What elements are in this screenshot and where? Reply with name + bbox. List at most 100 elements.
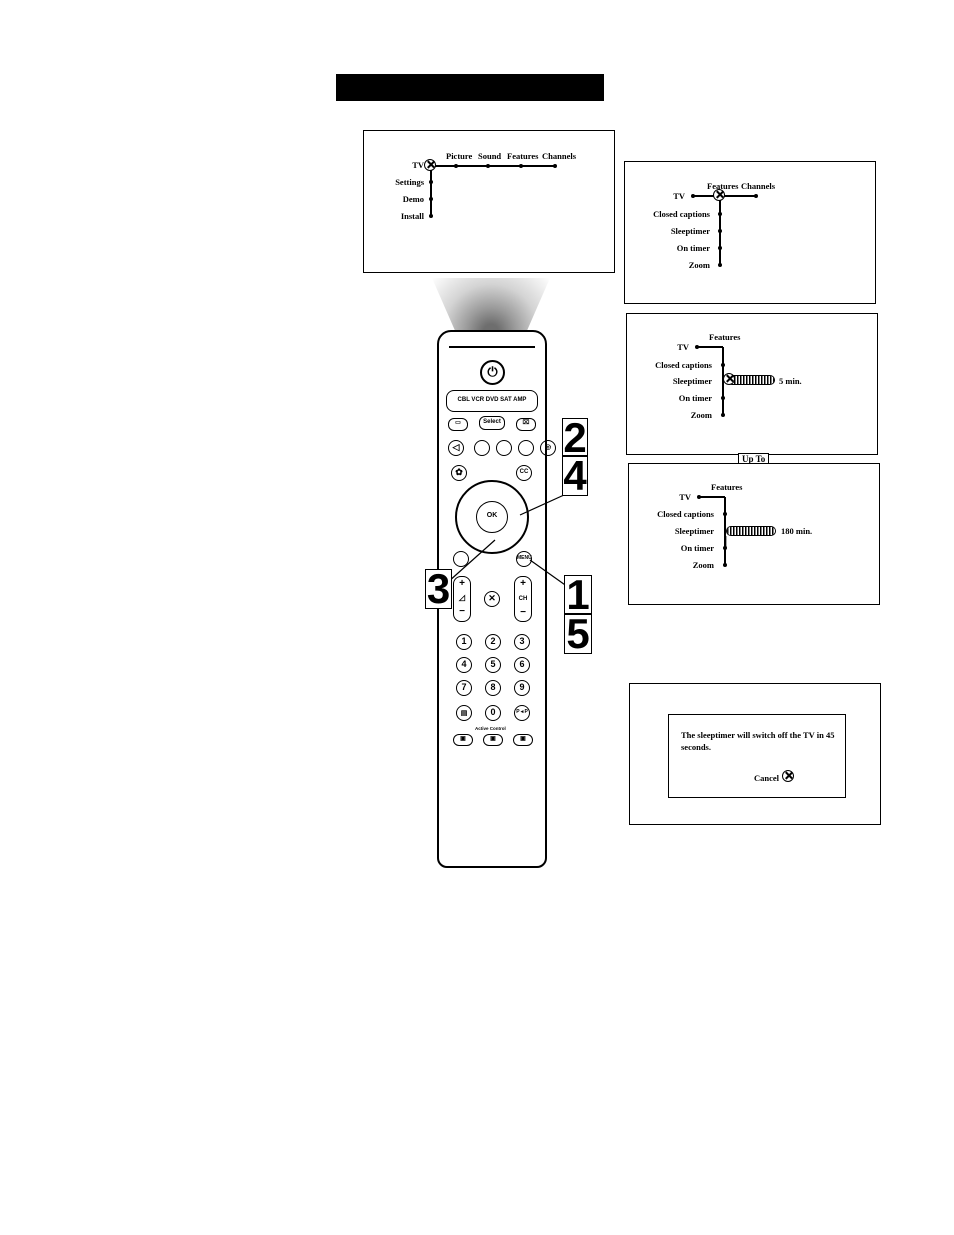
menu2-item-sleeptimer: Sleeptimer: [670, 226, 710, 236]
picture-icon: ▣: [460, 736, 466, 742]
message-text: The sleeptimer will switch off the TV in…: [681, 730, 835, 752]
speaker-button[interactable]: ◁: [448, 440, 464, 456]
tv-button[interactable]: ▣: [513, 734, 533, 746]
tv-icon: ▣: [520, 736, 526, 742]
cancel-label[interactable]: Cancel: [754, 773, 780, 783]
menu2-top-features: Features: [707, 181, 739, 191]
key-3[interactable]: 3: [514, 634, 530, 650]
surf-button[interactable]: ✿: [451, 465, 467, 481]
menu-screen-features: Features Channels TV Closed captions Sle…: [624, 161, 876, 304]
rewind-button[interactable]: [474, 440, 490, 456]
menu1-item-tv: TV: [412, 160, 424, 170]
format-button[interactable]: ⌧: [516, 418, 536, 431]
record-button[interactable]: ◎: [540, 440, 556, 456]
volume-minus-label: −: [459, 606, 465, 617]
menu-screen-sleeptimer-min: Features TV Closed captions Sleeptimer O…: [626, 313, 878, 455]
cancel-icon[interactable]: [782, 770, 794, 782]
channel-plus-label: +: [520, 578, 526, 589]
key-8[interactable]: 8: [485, 680, 501, 696]
pointer-2-4: [519, 494, 565, 516]
menu2-item-on-timer: On timer: [676, 243, 710, 253]
mute-button[interactable]: ✕: [484, 591, 500, 607]
channel-rocker[interactable]: + CH −: [514, 576, 532, 622]
menu-screen-main: Picture Sound Features Channels TV Setti…: [363, 130, 615, 273]
play-button[interactable]: [518, 440, 534, 456]
volume-icon: ◿: [458, 593, 466, 602]
channel-minus-label: −: [520, 607, 526, 618]
stop-button[interactable]: [496, 440, 512, 456]
menu3-item-sleeptimer: Sleeptimer: [672, 376, 712, 386]
menu-button[interactable]: MENU: [516, 551, 532, 567]
format-icon: ⌧: [522, 420, 530, 426]
menu1-item-settings: Settings: [395, 177, 424, 187]
step-number-1: 1: [564, 574, 592, 616]
active-control-icon: ▣: [490, 736, 496, 742]
info-icon: ▤: [460, 710, 468, 717]
step-number-4: 4: [562, 452, 588, 499]
menu4-top-features: Features: [711, 482, 743, 492]
key-6[interactable]: 6: [514, 657, 530, 673]
menu2-item-tv: TV: [673, 191, 685, 201]
menu3-item-tv: TV: [677, 342, 689, 352]
menu1-item-install: Install: [400, 211, 424, 221]
remote-control: ⏻ CBL VCR DVD SAT AMP Select ▭ ⌧ ◁ ◎ ✿ C…: [437, 330, 556, 868]
menu2-item-closed-captions: Closed captions: [653, 209, 710, 219]
source-select-bar[interactable]: CBL VCR DVD SAT AMP: [446, 390, 538, 412]
menu4-item-closed-captions: Closed captions: [657, 509, 714, 519]
active-control-button[interactable]: ▣: [483, 734, 503, 746]
menu1-top-sound: Sound: [478, 151, 502, 161]
menu3-item-closed-captions: Closed captions: [655, 360, 712, 370]
step-number-2: 2: [562, 414, 588, 461]
cc-button[interactable]: CC: [516, 465, 532, 481]
volume-rocker[interactable]: +◿−: [453, 576, 471, 622]
active-control-label: Active Control: [475, 726, 506, 731]
menu4-item-sleeptimer: Sleeptimer: [674, 526, 714, 536]
step-number-3: 3: [425, 565, 452, 612]
ok-button[interactable]: OK: [476, 501, 508, 533]
menu1-top-features: Features: [507, 151, 539, 161]
menu1-top-channels: Channels: [542, 151, 577, 161]
sleeptimer-slider-max: [726, 526, 776, 536]
title-bar: [336, 74, 604, 101]
key-2[interactable]: 2: [485, 634, 501, 650]
menu1-top-picture: Picture: [446, 151, 473, 161]
pointer-1-5: [529, 559, 569, 588]
key-7[interactable]: 7: [456, 680, 472, 696]
input-button[interactable]: ▭: [448, 418, 468, 431]
channel-label: CH: [518, 596, 528, 602]
key-0[interactable]: 0: [485, 705, 501, 721]
menu2-cursor-icon: [713, 189, 725, 201]
key-9[interactable]: 9: [514, 680, 530, 696]
step-number-5: 5: [564, 613, 592, 655]
message-screen: The sleeptimer will switch off the TV in…: [629, 683, 881, 825]
key-4[interactable]: 4: [456, 657, 472, 673]
menu3-item-zoom: Zoom: [690, 410, 712, 420]
menu4-item-tv: TV: [679, 492, 691, 502]
mute-icon: ✕: [488, 593, 496, 603]
menu1-item-demo: Demo: [402, 194, 424, 204]
key-5[interactable]: 5: [485, 657, 501, 673]
menu1-cursor-icon: [424, 159, 436, 171]
select-button[interactable]: Select: [479, 416, 505, 430]
message-dialog: The sleeptimer will switch off the TV in…: [668, 714, 846, 798]
menu3-top-features: Features: [709, 332, 741, 342]
left-menu-button[interactable]: [453, 551, 469, 567]
navigation-ring[interactable]: [455, 480, 529, 554]
pointer-3: [447, 539, 496, 583]
menu3-cursor-icon: [723, 373, 735, 385]
key-1[interactable]: 1: [456, 634, 472, 650]
input-icon: ▭: [455, 420, 461, 426]
menu2-item-zoom: Zoom: [688, 260, 710, 270]
menu4-item-on-timer: On timer: [680, 543, 714, 553]
power-button[interactable]: ⏻: [480, 360, 505, 385]
previous-channel-button[interactable]: P◄P: [514, 705, 530, 721]
menu2-top-channels: Channels: [741, 181, 776, 191]
info-button[interactable]: ▤: [456, 705, 472, 721]
menu4-item-zoom: Zoom: [692, 560, 714, 570]
menu4-value: 180 min.: [781, 526, 813, 536]
menu-screen-sleeptimer-max: Features TV Closed captions Sleeptimer O…: [628, 463, 880, 605]
menu3-value: 5 min.: [779, 376, 802, 386]
menu3-item-on-timer: On timer: [678, 393, 712, 403]
picture-button[interactable]: ▣: [453, 734, 473, 746]
